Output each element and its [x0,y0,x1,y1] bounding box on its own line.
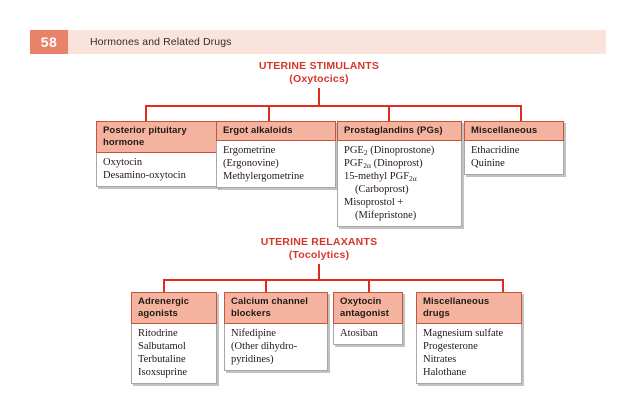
node-body: Ergometrine (Ergonovine) Methylergometri… [217,141,335,187]
list-item: Ritodrine [138,328,178,339]
list-item: Ethacridine [471,145,520,156]
node-ergot-alkaloids[interactable]: Ergot alkaloids Ergometrine (Ergonovine)… [216,121,336,188]
node-header-line2: drugs [423,308,450,319]
list-item: Oxytocin [103,157,143,168]
connector-drop-relaxants-1 [163,279,165,293]
list-item: Quinine [471,158,505,169]
node-posterior-pituitary-hormone[interactable]: Posterior pituitary hormone Oxytocin Des… [96,121,218,187]
list-item: (Carboprost) [355,184,409,195]
connector-drop-stimulants-4 [520,105,522,122]
node-body: Atosiban [334,324,402,344]
node-body: PGE2 (Dinoprostone) PGF2α (Dinoprost) 15… [338,141,461,226]
list-item: Misoprostol + [344,197,404,208]
node-prostaglandins[interactable]: Prostaglandins (PGs) PGE2 (Dinoprostone)… [337,121,462,227]
connector-bus-stimulants [145,105,522,107]
node-miscellaneous-stimulants[interactable]: Miscellaneous Ethacridine Quinine [464,121,564,175]
node-miscellaneous-drugs[interactable]: Miscellaneous drugs Magnesium sulfate Pr… [416,292,522,384]
connector-stem-stimulants [318,88,320,106]
list-item: PGF2α (Dinoprost) [344,158,423,170]
connector-drop-stimulants-3 [388,105,390,122]
node-header: Posterior pituitary hormone [96,121,218,153]
connector-drop-stimulants-1 [145,105,147,122]
node-header: Ergot alkaloids [216,121,336,141]
node-header-line2: agonists [138,308,178,319]
list-item: Nifedipine [231,328,276,339]
node-header: Miscellaneous [464,121,564,141]
page-number-badge: 58 [30,30,68,54]
connector-drop-stimulants-2 [268,105,270,122]
list-item: Atosiban [340,328,378,339]
list-item: PGE2 (Dinoprostone) [344,145,435,157]
node-header-line1: Calcium channel [231,296,308,307]
node-adrenergic-agonists[interactable]: Adrenergic agonists Ritodrine Salbutamol… [131,292,217,384]
list-item: pyridines) [231,354,274,365]
list-item: (Ergonovine) [223,158,279,169]
list-item: Progesterone [423,341,478,352]
list-item: (Mifepristone) [355,210,417,221]
subscript: 2α [363,161,371,170]
list-item: Ergometrine [223,145,276,156]
node-body: Oxytocin Desamino-oxytocin [97,153,217,186]
section-title-relaxants: UTERINE RELAXANTS (Tocolytics) [0,236,638,262]
connector-drop-relaxants-3 [368,279,370,293]
list-item: 15-methyl PGF2α [344,171,417,183]
header-title: Hormones and Related Drugs [90,36,232,48]
node-header: Calcium channel blockers [224,292,328,324]
node-header-line1: Miscellaneous [471,125,538,136]
node-header: Oxytocin antagonist [333,292,403,324]
node-header: Miscellaneous drugs [416,292,522,324]
subscript: 2 [363,148,368,157]
section-subtitle-text: (Oxytocics) [289,73,349,85]
node-header-line1: Prostaglandins (PGs) [344,125,443,136]
list-item: Halothane [423,367,467,378]
list-item: Nitrates [423,354,457,365]
running-header: 58 Hormones and Related Drugs [30,30,606,54]
node-header-line1: Oxytocin [340,296,382,307]
node-header-line2: hormone [103,137,145,148]
section-title-text: UTERINE STIMULANTS [258,60,380,72]
node-header: Adrenergic agonists [131,292,217,324]
node-header-line1: Posterior pituitary [103,125,187,136]
connector-drop-relaxants-4 [502,279,504,293]
node-header-line2: blockers [231,308,271,319]
connector-bus-relaxants [163,279,503,281]
node-oxytocin-antagonist[interactable]: Oxytocin antagonist Atosiban [333,292,403,345]
node-body: Ritodrine Salbutamol Terbutaline Isoxsup… [132,324,216,383]
node-header-line2: antagonist [340,308,390,319]
section-title-stimulants: UTERINE STIMULANTS (Oxytocics) [0,60,638,86]
list-item: Magnesium sulfate [423,328,504,339]
list-item: (Other dihydro- [231,341,298,352]
node-calcium-channel-blockers[interactable]: Calcium channel blockers Nifedipine (Oth… [224,292,328,371]
node-body: Magnesium sulfate Progesterone Nitrates … [417,324,521,383]
subscript: 2α [409,174,417,183]
list-item: Terbutaline [138,354,186,365]
section-title-text: UTERINE RELAXANTS [260,236,378,248]
list-item: Salbutamol [138,341,186,352]
node-header: Prostaglandins (PGs) [337,121,462,141]
connector-drop-relaxants-2 [265,279,267,293]
node-body: Ethacridine Quinine [465,141,563,174]
node-header-line1: Miscellaneous [423,296,490,307]
list-item: Methylergometrine [223,171,304,182]
section-subtitle-text: (Tocolytics) [288,249,350,261]
list-item: Isoxsuprine [138,367,187,378]
list-item: Desamino-oxytocin [103,170,186,181]
node-header-line1: Ergot alkaloids [223,125,293,136]
node-body: Nifedipine (Other dihydro- pyridines) [225,324,327,370]
node-header-line1: Adrenergic [138,296,190,307]
connector-stem-relaxants [318,264,320,280]
